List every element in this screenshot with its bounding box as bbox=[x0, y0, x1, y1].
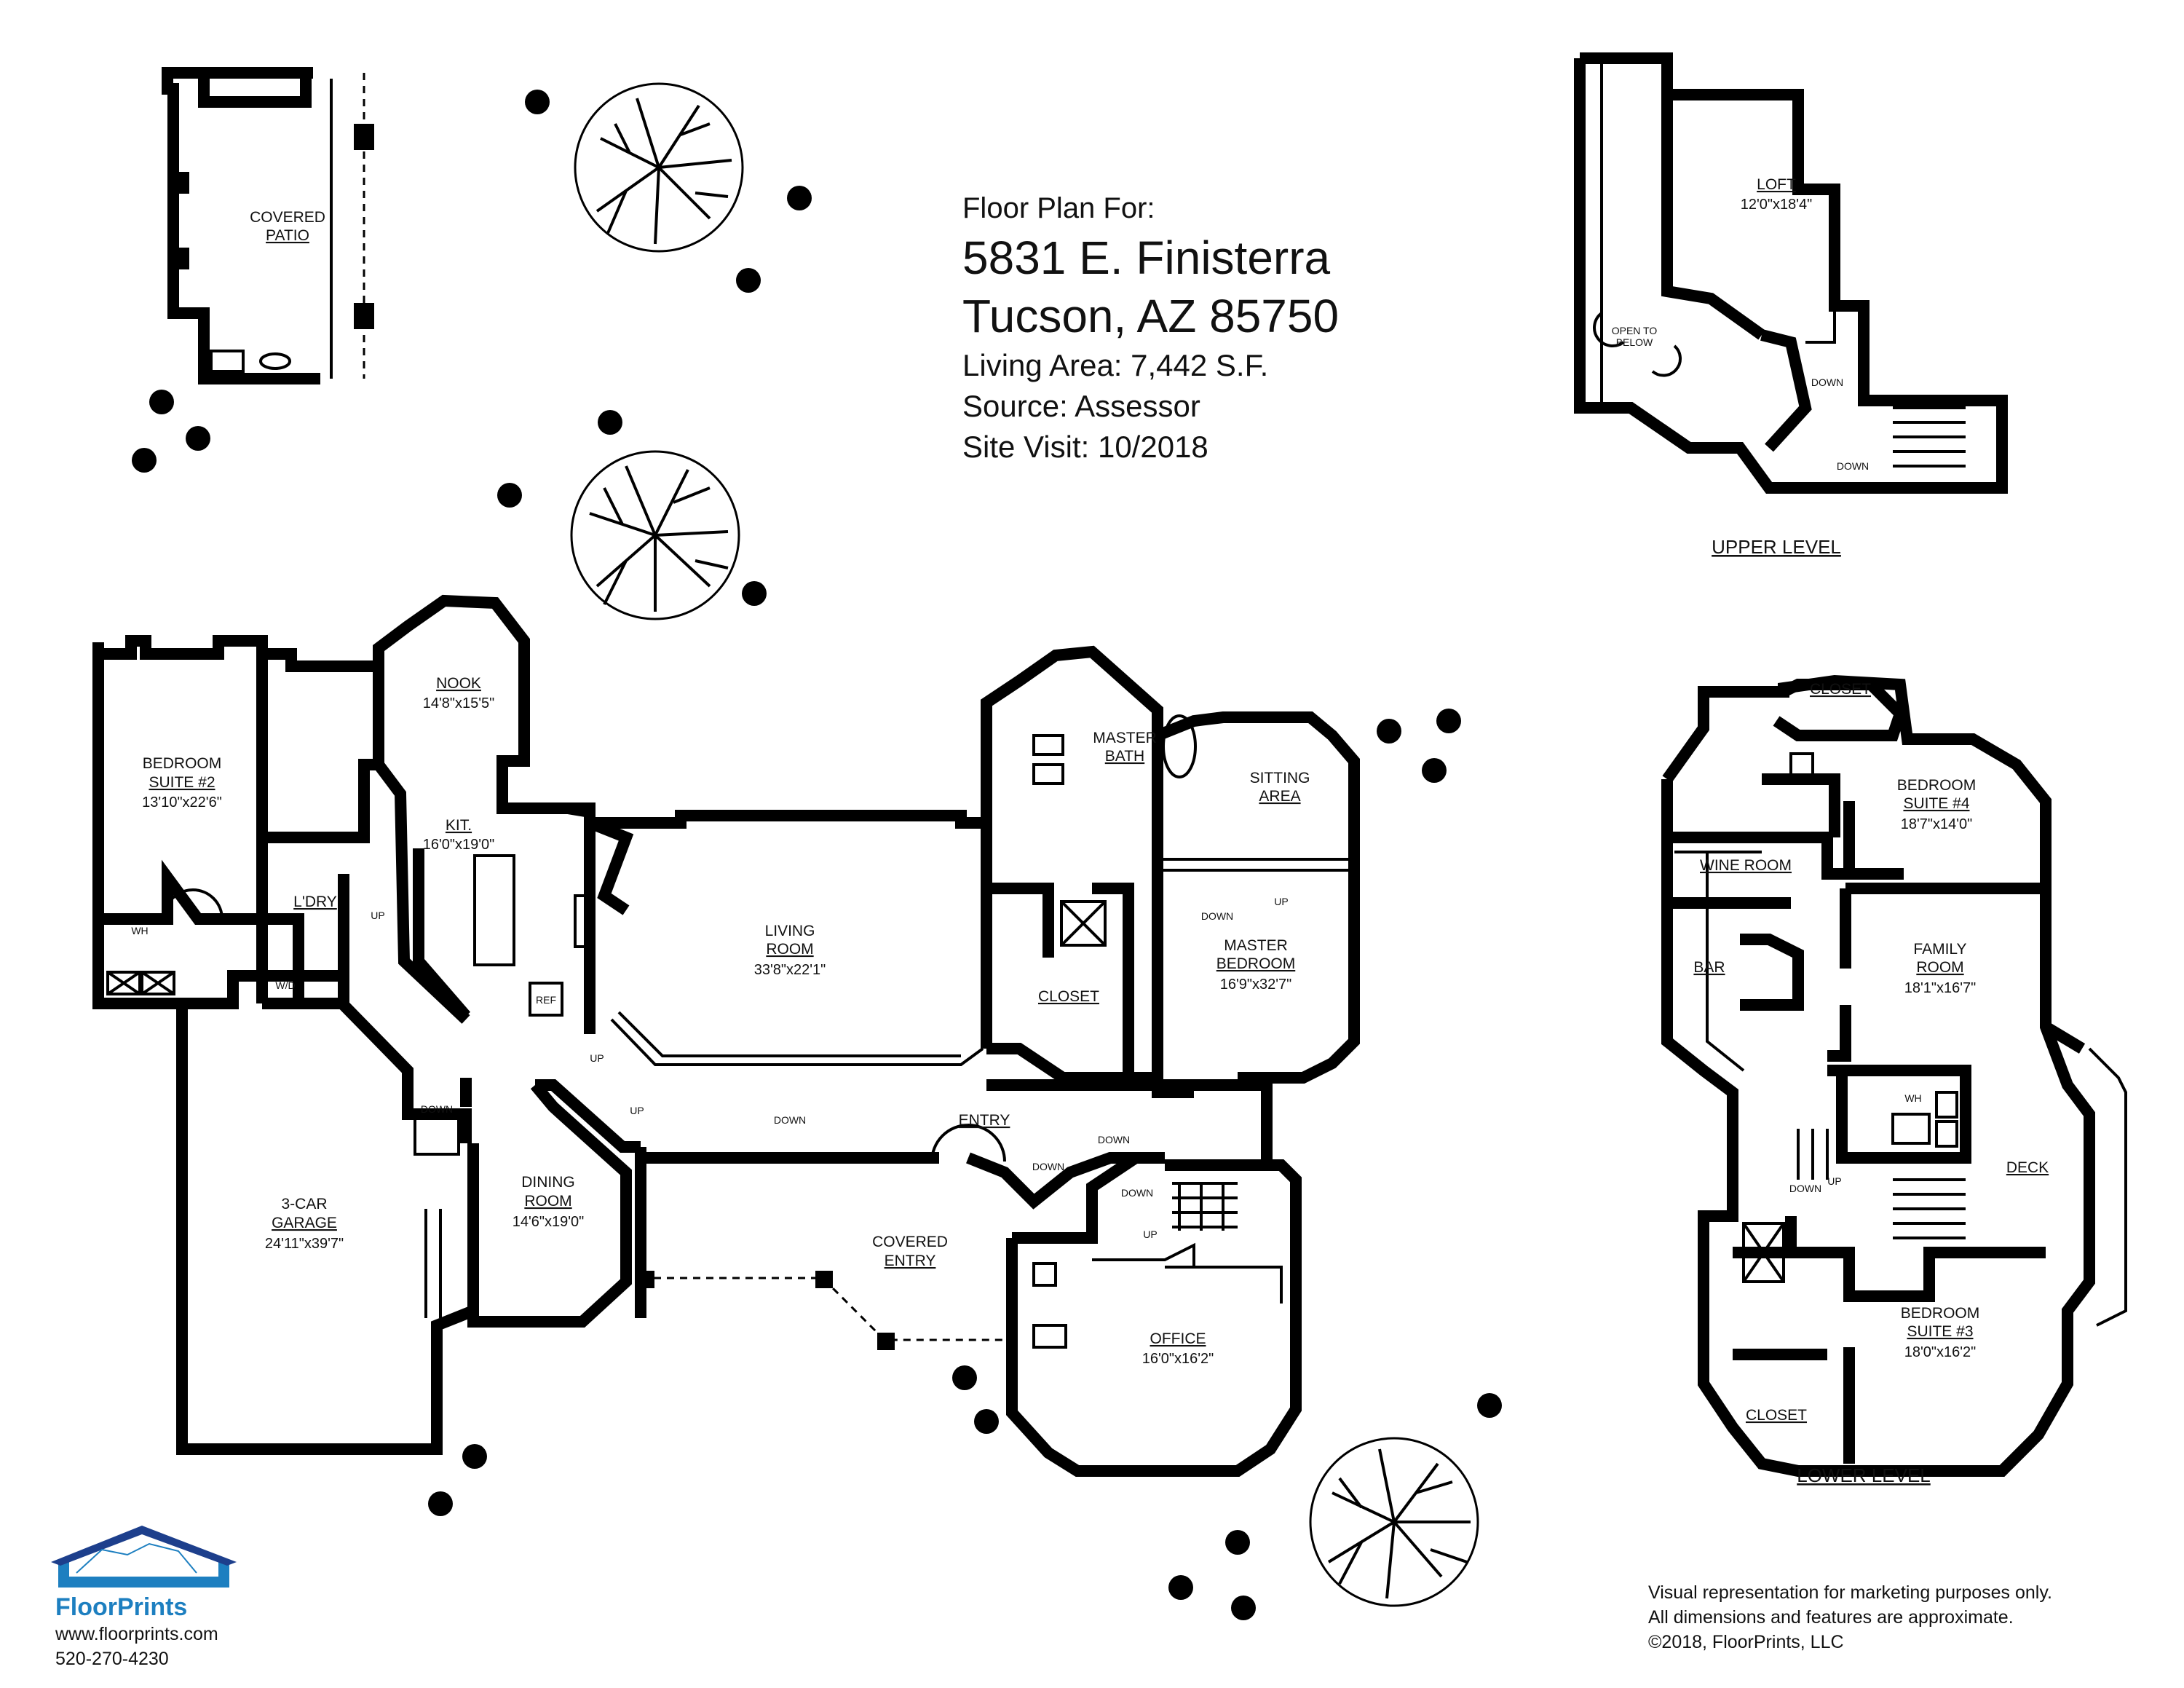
bedroom4-label-2: SUITE #4 bbox=[1903, 795, 1969, 812]
deck-label: DECK bbox=[2006, 1159, 2049, 1176]
bedroom3-dimensions: 18'0"x16'2" bbox=[1904, 1344, 1977, 1360]
stair-up-label: UP bbox=[1143, 1228, 1157, 1240]
master-bedroom-label-2: BEDROOM bbox=[1216, 955, 1296, 972]
lower-closet-label: CLOSET bbox=[1810, 681, 1871, 698]
disclaimer: Visual representation for marketing purp… bbox=[1648, 1580, 2052, 1655]
address-city: Tucson, AZ 85750 bbox=[962, 290, 1340, 342]
stair-up-label: UP bbox=[630, 1105, 644, 1116]
kitchen-dimensions: 16'0"x19'0" bbox=[423, 837, 495, 853]
address-street: 5831 E. Finisterra bbox=[962, 232, 1331, 284]
disclaimer-line-1: Visual representation for marketing purp… bbox=[1648, 1582, 2052, 1603]
stair-down-label: DOWN bbox=[421, 1103, 453, 1115]
living-room-label: LIVING bbox=[765, 923, 815, 939]
disclaimer-line-2: All dimensions and features are approxim… bbox=[1648, 1607, 2014, 1628]
main-level: BEDROOM SUITE #2 13'10"x22'6" NOOK 14'8"… bbox=[92, 594, 1360, 1477]
laundry-label: L'DRY bbox=[293, 894, 337, 910]
master-bedroom-label: MASTER bbox=[1224, 937, 1288, 954]
lower-stair-down-label: DOWN bbox=[1789, 1183, 1821, 1194]
site-visit: Site Visit: 10/2018 bbox=[962, 430, 1208, 464]
dining-room-label: DINING bbox=[521, 1174, 575, 1191]
brand-block: FloorPrints www.floorprints.com 520-270-… bbox=[55, 1521, 218, 1671]
nook-dimensions: 14'8"x15'5" bbox=[423, 695, 495, 711]
stair-down-label: DOWN bbox=[1201, 910, 1233, 922]
shrub-icon bbox=[132, 90, 1502, 1620]
lower-stair-up-label: UP bbox=[1827, 1175, 1841, 1187]
tree-icon bbox=[574, 82, 744, 253]
tree-icon bbox=[1309, 1437, 1479, 1607]
master-bath-label-2: BATH bbox=[1105, 748, 1144, 765]
stair-down-label: DOWN bbox=[1098, 1134, 1130, 1145]
disclaimer-line-3: ©2018, FloorPrints, LLC bbox=[1648, 1632, 1844, 1652]
trees bbox=[570, 82, 1479, 1607]
upper-level: LOFT 12'0"x18'4" OPEN TO BELOW DOWN DOWN… bbox=[1574, 52, 2008, 558]
tree-icon bbox=[570, 450, 740, 620]
master-bedroom-dimensions: 16'9"x32'7" bbox=[1220, 977, 1292, 993]
entry-label: ENTRY bbox=[959, 1112, 1010, 1129]
open-to-below-label: OPEN TO bbox=[1612, 325, 1658, 336]
source: Source: Assessor bbox=[962, 389, 1200, 423]
sitting-area-label-2: AREA bbox=[1259, 788, 1300, 805]
wine-room-label: WINE ROOM bbox=[1700, 857, 1792, 874]
garage-label: 3-CAR bbox=[281, 1196, 327, 1212]
lower-closet-label-2: CLOSET bbox=[1746, 1407, 1807, 1424]
floor-plan-for-label: Floor Plan For: bbox=[962, 192, 1155, 224]
garage-label-2: GARAGE bbox=[272, 1215, 337, 1231]
nook-label: NOOK bbox=[436, 675, 481, 692]
loft-label: LOFT bbox=[1757, 176, 1796, 193]
brand-phone: 520-270-4230 bbox=[55, 1649, 169, 1669]
stair-down-label: DOWN bbox=[1032, 1161, 1064, 1172]
bedroom2-dimensions: 13'10"x22'6" bbox=[142, 794, 222, 811]
bedroom4-label: BEDROOM bbox=[1897, 777, 1977, 794]
covered-patio-label: COVERED bbox=[250, 209, 325, 226]
water-heater-label: WH bbox=[131, 925, 148, 936]
upper-level-label: UPPER LEVEL bbox=[1712, 536, 1841, 558]
living-area: Living Area: 7,442 S.F. bbox=[962, 348, 1269, 382]
dining-room-label-2: ROOM bbox=[524, 1193, 571, 1210]
covered-patio: COVERED PATIO bbox=[162, 67, 374, 384]
upper-stair-down-label-2: DOWN bbox=[1837, 460, 1869, 472]
bedroom3-label: BEDROOM bbox=[1901, 1305, 1980, 1322]
bedroom4-dimensions: 18'7"x14'0" bbox=[1901, 816, 1973, 832]
bedroom3-label-2: SUITE #3 bbox=[1907, 1323, 1973, 1340]
shrubs bbox=[132, 90, 1502, 1620]
lower-water-heater-label: WH bbox=[1904, 1092, 1921, 1104]
master-bath-label: MASTER bbox=[1093, 730, 1157, 746]
lower-level: CLOSET BEDROOM SUITE #4 18'7"x14'0" WINE… bbox=[1661, 674, 2127, 1486]
stair-up-label: UP bbox=[1274, 896, 1288, 907]
bar-label: BAR bbox=[1693, 959, 1725, 976]
refrigerator-label: REF bbox=[536, 994, 556, 1006]
bedroom2-label: BEDROOM bbox=[143, 755, 222, 772]
family-room-label-2: ROOM bbox=[1916, 959, 1963, 976]
covered-entry-label-2: ENTRY bbox=[885, 1253, 936, 1269]
loft-dimensions: 12'0"x18'4" bbox=[1741, 197, 1813, 213]
title-block: Floor Plan For: 5831 E. Finisterra Tucso… bbox=[962, 188, 1339, 468]
lower-level-label: LOWER LEVEL bbox=[1797, 1464, 1931, 1486]
upper-stair-down-label: DOWN bbox=[1811, 376, 1843, 388]
office-label: OFFICE bbox=[1150, 1330, 1206, 1347]
living-room-dimensions: 33'8"x22'1" bbox=[754, 962, 826, 978]
living-room-label-2: ROOM bbox=[766, 941, 813, 958]
washer-dryer-label: W/D bbox=[275, 979, 295, 991]
stair-down-label: DOWN bbox=[774, 1114, 806, 1126]
office-dimensions: 16'0"x16'2" bbox=[1142, 1351, 1214, 1367]
sitting-area-label: SITTING bbox=[1250, 770, 1310, 786]
stair-up-label: UP bbox=[590, 1052, 604, 1064]
brand-website: www.floorprints.com bbox=[55, 1624, 218, 1644]
stair-down-label: DOWN bbox=[1121, 1187, 1153, 1199]
garage-dimensions: 24'11"x39'7" bbox=[265, 1236, 344, 1252]
open-to-below-label-2: BELOW bbox=[1616, 336, 1653, 348]
floorprints-logo-icon bbox=[51, 1526, 237, 1588]
family-room-dimensions: 18'1"x16'7" bbox=[1904, 980, 1977, 996]
stair-up-label: UP bbox=[371, 910, 384, 921]
covered-entry-label: COVERED bbox=[872, 1234, 948, 1250]
bedroom2-label-2: SUITE #2 bbox=[149, 774, 215, 791]
dining-room-dimensions: 14'6"x19'0" bbox=[513, 1214, 585, 1230]
master-closet-label: CLOSET bbox=[1038, 988, 1099, 1005]
covered-patio-label-2: PATIO bbox=[266, 227, 309, 244]
family-room-label: FAMILY bbox=[1913, 941, 1966, 958]
brand-name: FloorPrints bbox=[55, 1593, 188, 1621]
kitchen-label: KIT. bbox=[446, 817, 472, 834]
